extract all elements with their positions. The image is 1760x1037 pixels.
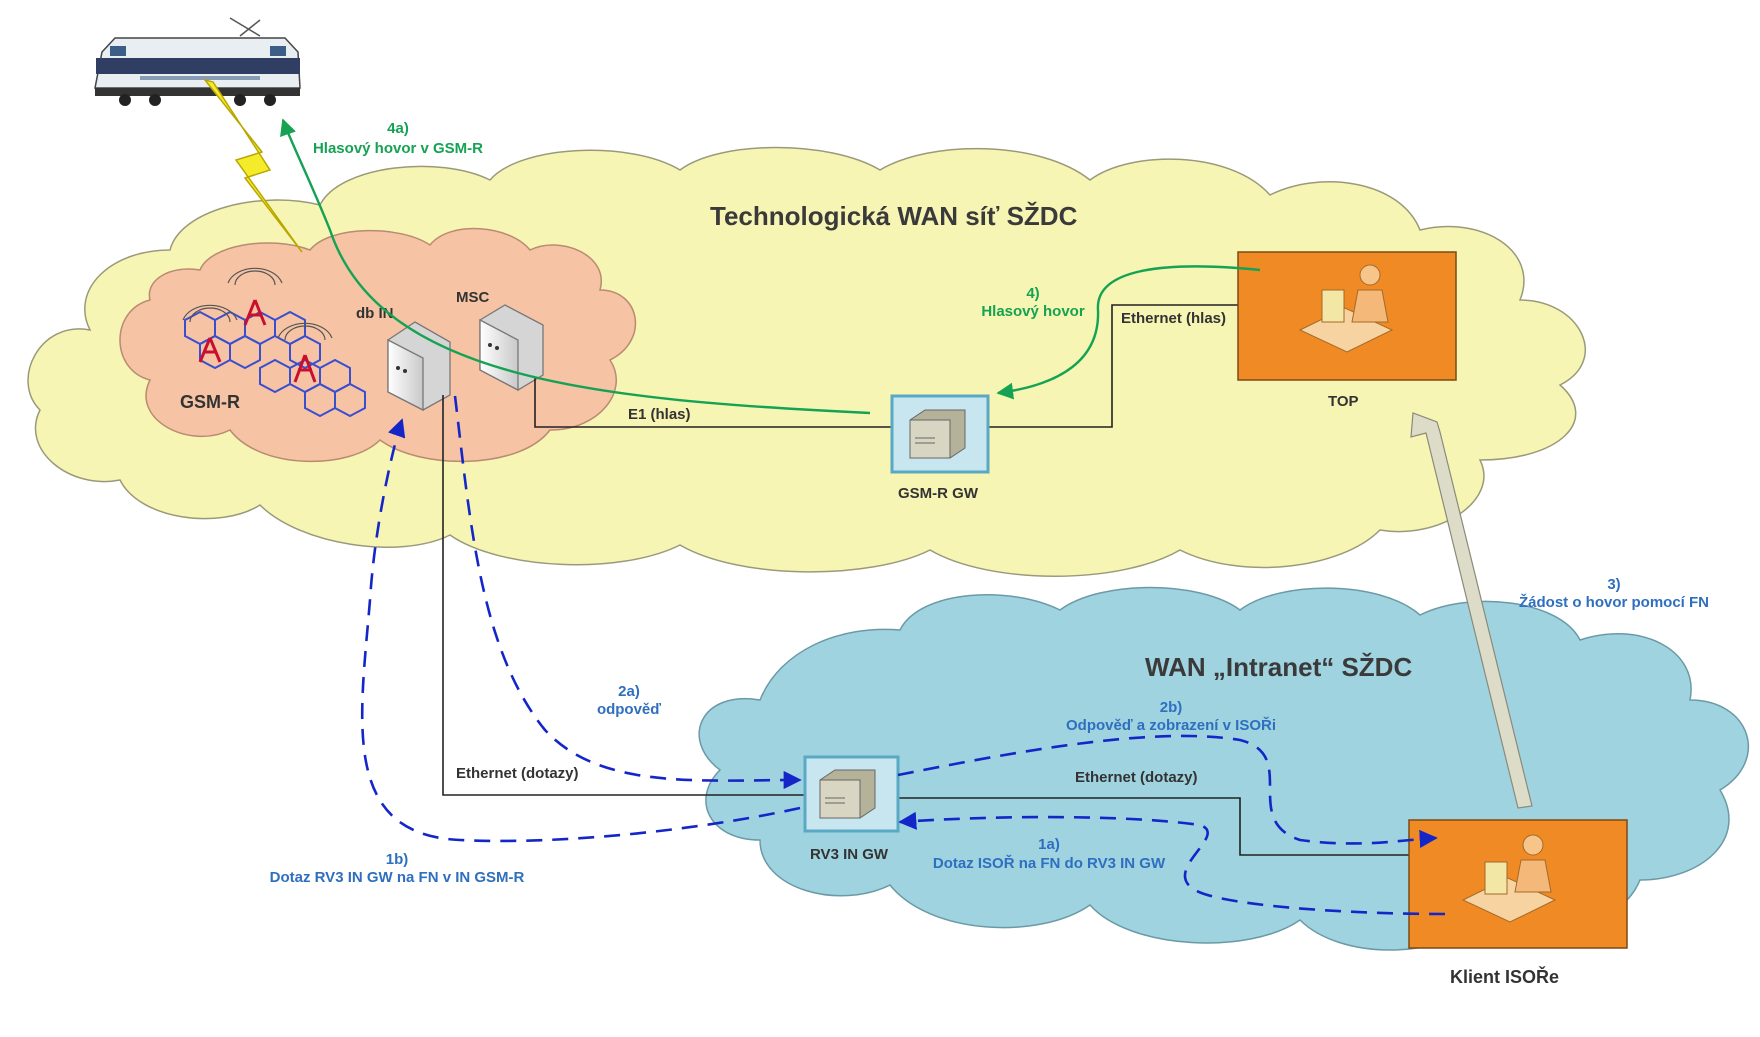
step-1a-text: Dotaz ISOŘ na FN do RV3 IN GW xyxy=(933,854,1166,872)
step-1a-number: 1a) xyxy=(1038,836,1060,853)
step-1b-arrow xyxy=(360,418,801,843)
step-2b-number: 2b) xyxy=(1160,699,1183,716)
rv3-in-gw-device xyxy=(803,755,900,833)
step-3-text: Žádost o hovor pomocí FN xyxy=(1519,593,1709,611)
step-4a-arrow xyxy=(280,118,871,415)
step-2a-text: odpověď xyxy=(597,701,661,718)
step-1b-number: 1b) xyxy=(386,851,409,868)
ethernet-hlas-link xyxy=(988,304,1238,428)
step-4-text: Hlasový hovor xyxy=(981,303,1085,320)
ethernet-dotazy-right-label: Ethernet (dotazy) xyxy=(1075,769,1198,786)
db-in-server-icon xyxy=(387,321,451,412)
gsm-r-gw-device xyxy=(890,394,990,474)
rv3-in-gw-label: RV3 IN GW xyxy=(810,846,889,863)
radio-link-lightning-icon xyxy=(203,78,303,253)
step-2a-arrow xyxy=(453,395,802,790)
e1-label: E1 (hlas) xyxy=(628,406,691,423)
step-4a-number: 4a) xyxy=(387,120,409,137)
radio-waves-icon xyxy=(182,267,333,341)
ethernet-dotazy-left-link xyxy=(442,395,805,796)
msc-server-icon xyxy=(479,304,544,392)
step-3-number: 3) xyxy=(1607,576,1620,593)
e1-link xyxy=(534,378,892,428)
step-3-arrow xyxy=(1410,412,1533,809)
step-2b-arrow xyxy=(897,734,1438,848)
klient-isore-workstation xyxy=(1408,819,1628,949)
step-1b-text: Dotaz RV3 IN GW na FN v IN GSM-R xyxy=(270,869,525,886)
locomotive-image xyxy=(94,17,301,106)
gsm-r-gw-label: GSM-R GW xyxy=(898,485,979,502)
msc-label: MSC xyxy=(456,289,490,306)
step-4-number: 4) xyxy=(1026,285,1039,302)
wan-technologicka-title: Technologická WAN síť SŽDC xyxy=(710,201,1078,231)
top-workstation xyxy=(1237,251,1457,381)
top-label: TOP xyxy=(1328,393,1359,410)
klient-isore-label: Klient ISOŘe xyxy=(1450,966,1559,987)
step-4-arrow xyxy=(996,265,1261,400)
step-4a-text: Hlasový hovor v GSM-R xyxy=(313,140,483,157)
gsm-r-tower-icon xyxy=(198,299,317,383)
step-2b-text: Odpověď a zobrazení v ISOŘi xyxy=(1066,716,1276,734)
ethernet-dotazy-left-label: Ethernet (dotazy) xyxy=(456,765,579,782)
gsm-r-label: GSM-R xyxy=(180,392,240,412)
gsm-r-cloud xyxy=(119,227,637,463)
ethernet-dotazy-right-link xyxy=(898,797,1440,856)
wan-intranet-title: WAN „Intranet“ SŽDC xyxy=(1145,652,1412,682)
ethernet-hlas-label: Ethernet (hlas) xyxy=(1121,310,1226,327)
step-2a-number: 2a) xyxy=(618,683,640,700)
